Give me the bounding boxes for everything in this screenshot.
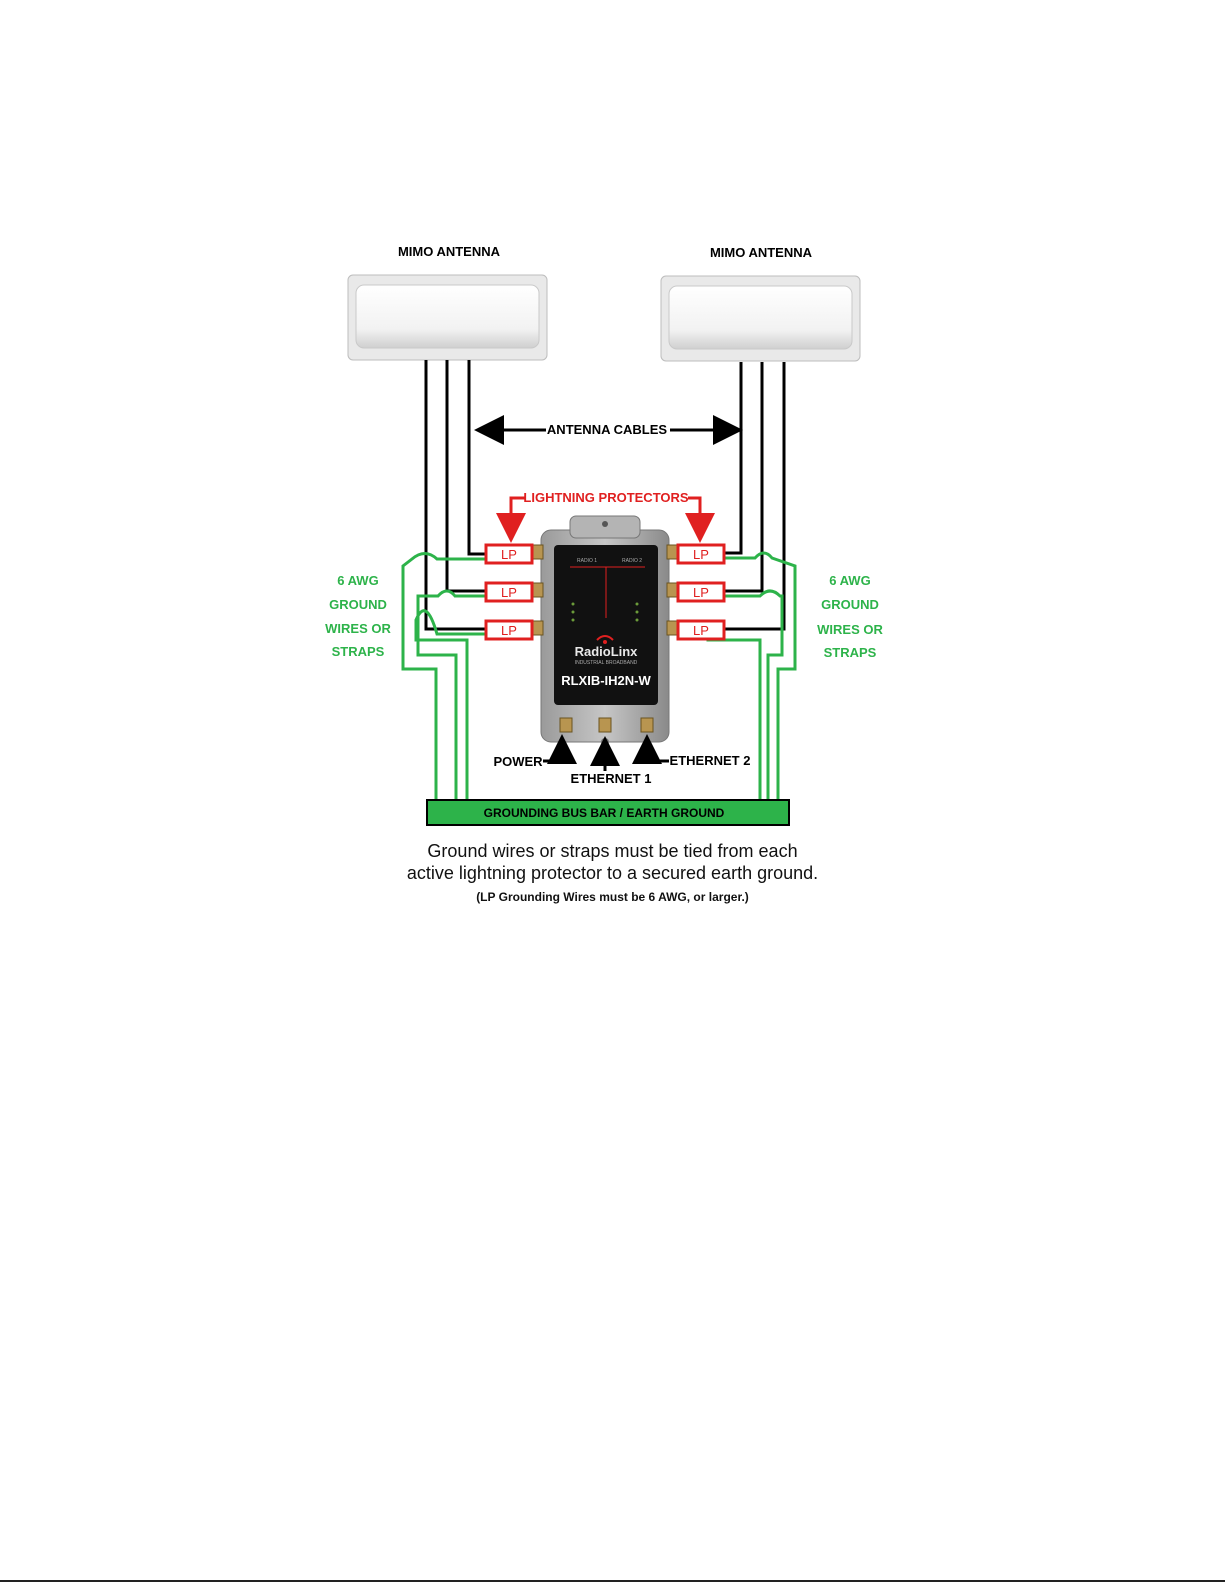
lp-right-3 [676, 619, 726, 641]
lp-right-2 [676, 581, 726, 603]
power-label: POWER [493, 754, 543, 769]
lp-right-1-label: LP [693, 547, 709, 562]
antenna-cables-label: ANTENNA CABLES [547, 422, 667, 437]
radio-device: RADIO 1 RADIO 2 RadioLinx INDUSTRIAL BRO… [532, 515, 678, 746]
lightning-protectors-label: LIGHTNING PROTECTORS [523, 490, 688, 505]
brand-logo: RadioLinx [575, 644, 639, 659]
ground-left-line2: GROUND [329, 597, 387, 612]
radio2-label: RADIO 2 [622, 558, 642, 564]
lp-left-3-label: LP [501, 623, 517, 638]
lp-left-2-label: LP [501, 585, 517, 600]
lp-right-1 [676, 543, 726, 565]
brand-tagline: INDUSTRIAL BROADBAND [575, 660, 638, 666]
lp-right-3-label: LP [693, 623, 709, 638]
lp-left-1 [484, 543, 534, 565]
ground-label-left: 6 AWG GROUND WIRES OR STRAPS [325, 573, 391, 659]
lp-boxes: LP LP LP LP LP LP [484, 543, 726, 641]
ground-right-line3: WIRES OR [817, 622, 883, 637]
ground-left-line4: STRAPS [332, 644, 385, 659]
model-label: RLXIB-IH2N-W [561, 673, 651, 688]
lp-left-3 [484, 619, 534, 641]
caption-note: (LP Grounding Wires must be 6 AWG, or la… [476, 890, 749, 904]
antenna-right-label: MIMO ANTENNA [710, 245, 813, 260]
lp-right-2-label: LP [693, 585, 709, 600]
antenna-left-label: MIMO ANTENNA [398, 244, 501, 259]
caption-line2: active lightning protector to a secured … [406, 863, 819, 883]
ethernet1-label: ETHERNET 1 [571, 771, 652, 786]
antenna-cables-left [424, 360, 487, 631]
bus-bar-label: GROUNDING BUS BAR / EARTH GROUND [484, 806, 725, 820]
antenna-left [347, 274, 548, 361]
lp-left-1-label: LP [501, 547, 517, 562]
antenna-cables-right [724, 362, 786, 631]
lp-left-2 [484, 581, 534, 603]
caption-line1: Ground wires or straps must be tied from… [427, 841, 798, 861]
ground-right-line1: 6 AWG [829, 573, 870, 588]
ground-right-line2: GROUND [821, 597, 879, 612]
radio1-label: RADIO 1 [577, 558, 597, 564]
ethernet2-label: ETHERNET 2 [670, 753, 751, 768]
ground-left-line1: 6 AWG [337, 573, 378, 588]
ground-label-right: 6 AWG GROUND WIRES OR STRAPS [817, 573, 883, 660]
ground-wires-left [401, 552, 487, 800]
ground-right-line4: STRAPS [824, 645, 877, 660]
page-bottom-rule [0, 1580, 1225, 1582]
grounding-bus-bar [426, 799, 790, 826]
antenna-right [660, 275, 861, 362]
ground-left-line3: WIRES OR [325, 621, 391, 636]
